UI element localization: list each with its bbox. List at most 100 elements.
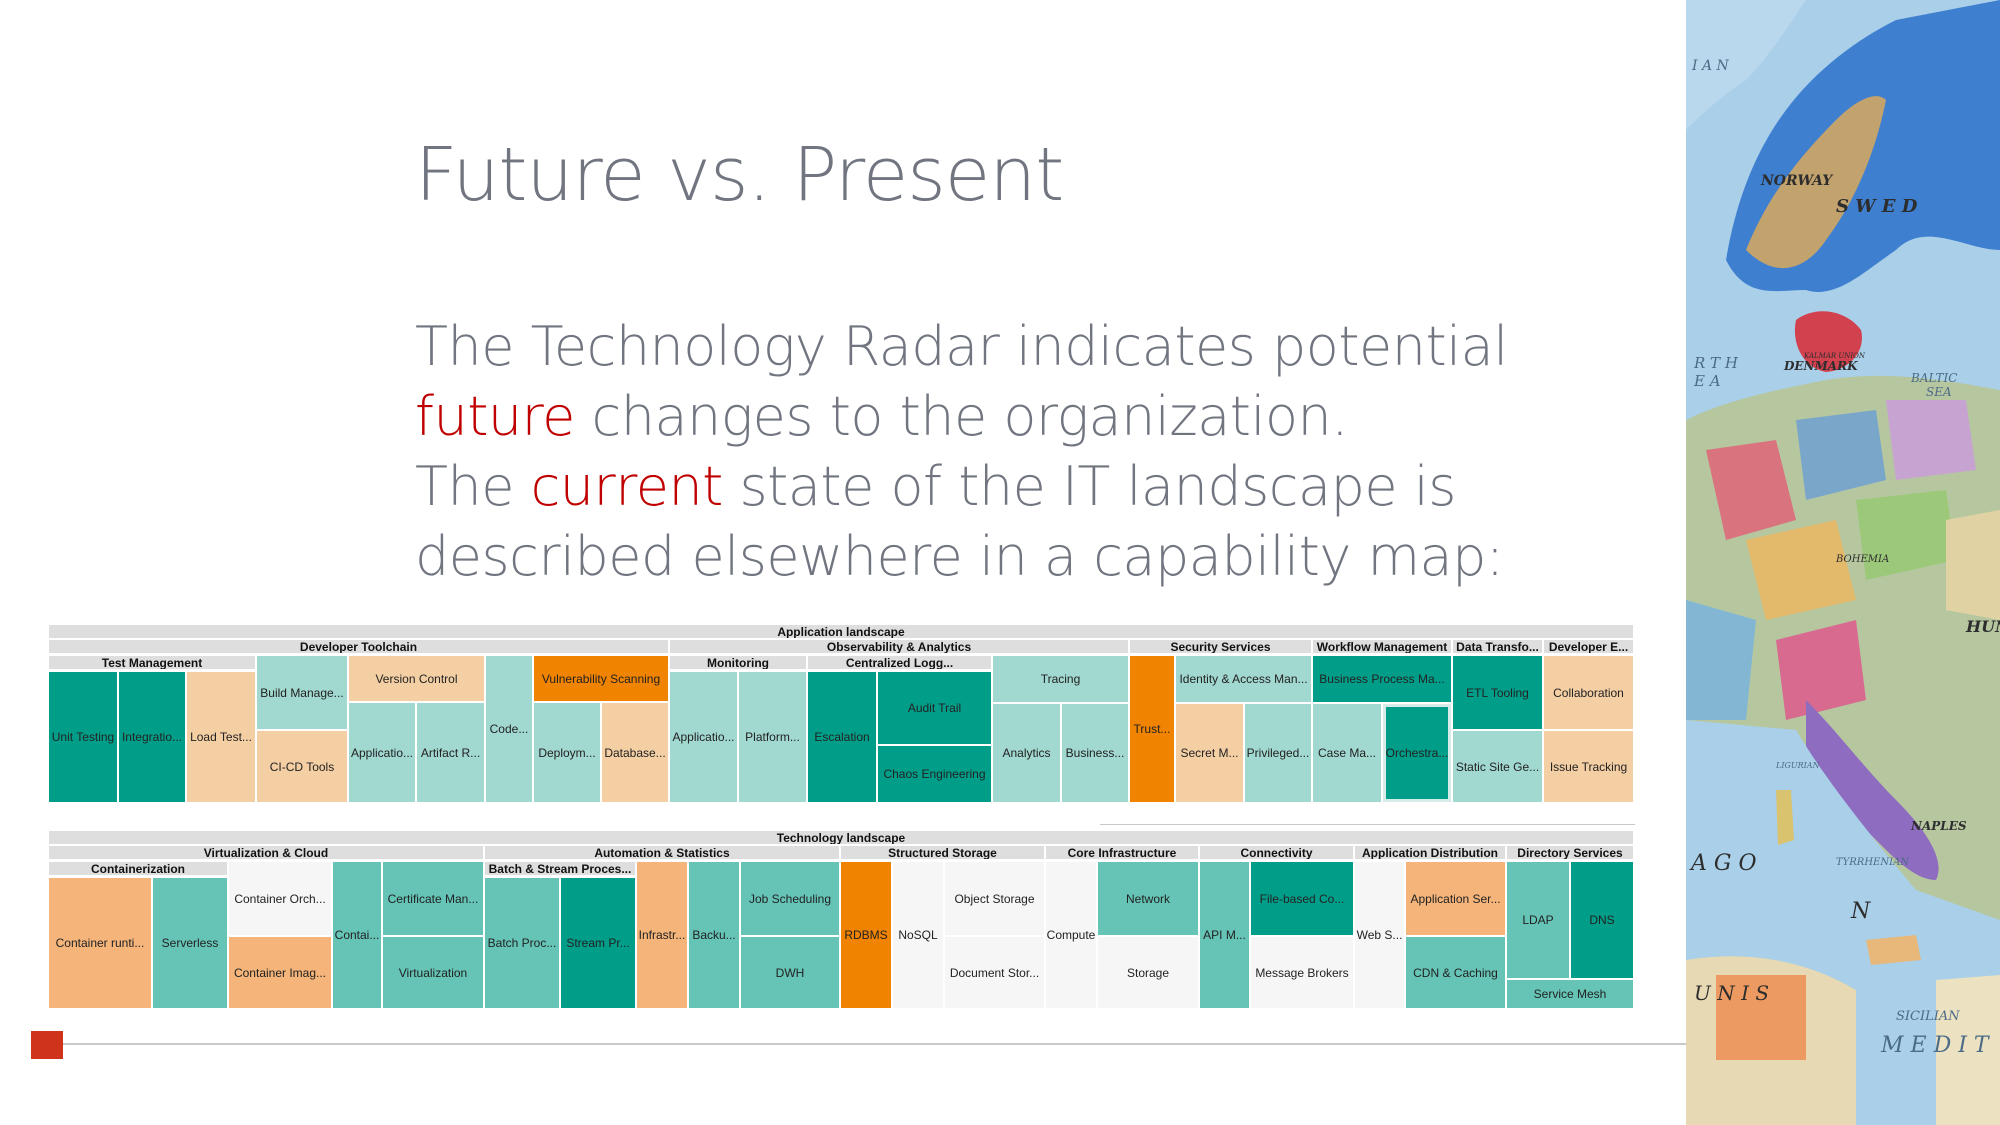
map-label-sicilian: SICILIAN — [1896, 1009, 1960, 1024]
tile-privileged-access[interactable]: Privileged... — [1244, 703, 1312, 803]
body-line-1: The Technology Radar indicates potential — [415, 315, 1508, 378]
tile-identity-access[interactable]: Identity & Access Man... — [1175, 655, 1312, 703]
tile-document-storage[interactable]: Document Stor... — [944, 936, 1045, 1009]
map-label-tyrrhenian: TYRRHENIAN — [1836, 857, 1910, 868]
map-label-ago: A G O — [1689, 851, 1756, 876]
tile-application-monitoring[interactable]: Applicatio... — [669, 671, 738, 803]
tile-application-repo[interactable]: Applicatio... — [348, 702, 416, 803]
tile-compute[interactable]: Compute — [1045, 861, 1097, 1009]
tile-static-site-generator[interactable]: Static Site Ge... — [1452, 730, 1543, 803]
tile-message-brokers[interactable]: Message Brokers — [1250, 936, 1354, 1009]
tile-integration-testing[interactable]: Integratio... — [118, 671, 186, 803]
tile-tracing[interactable]: Tracing — [992, 655, 1129, 703]
tile-collaboration[interactable]: Collaboration — [1543, 655, 1634, 730]
subgroup-test-management: Test Management — [48, 655, 256, 670]
group-workflow: Workflow Management — [1312, 639, 1452, 654]
tile-infrastructure[interactable]: Infrastr... — [636, 861, 688, 1009]
tile-virtualization[interactable]: Virtualization — [382, 936, 484, 1009]
tile-build-management[interactable]: Build Manage... — [256, 655, 348, 730]
tile-stream-processing[interactable]: Stream Pr... — [560, 877, 636, 1009]
tile-storage[interactable]: Storage — [1097, 936, 1199, 1009]
map-label-unis: U N I S — [1694, 981, 1769, 1005]
europe-map-image: I A N NORWAY S W E D R T H E A DENMARK K… — [1686, 0, 2000, 1125]
tile-artifact-repo[interactable]: Artifact R... — [416, 702, 485, 803]
map-label-n: N — [1850, 899, 1871, 924]
app-landscape-header: Application landscape — [48, 624, 1634, 639]
tile-orchestration[interactable]: Orchestra... — [1382, 703, 1452, 803]
tile-file-based-connectivity[interactable]: File-based Co... — [1250, 861, 1354, 936]
footer-line — [62, 1043, 1686, 1045]
subgroup-batch-stream: Batch & Stream Proces... — [484, 861, 636, 876]
tile-job-scheduling[interactable]: Job Scheduling — [740, 861, 840, 936]
tile-dwh[interactable]: DWH — [740, 936, 840, 1009]
tile-network[interactable]: Network — [1097, 861, 1199, 936]
tile-batch-processing[interactable]: Batch Proc... — [484, 877, 560, 1009]
tile-code[interactable]: Code... — [485, 655, 533, 803]
body-line-3: The current state of the IT landscape is — [415, 452, 1508, 522]
tile-cdn-caching[interactable]: CDN & Caching — [1405, 936, 1506, 1009]
tile-certificate-management[interactable]: Certificate Man... — [382, 861, 484, 936]
tile-api-management[interactable]: API M... — [1199, 861, 1250, 1009]
tile-analytics[interactable]: Analytics — [992, 703, 1061, 803]
tile-load-testing[interactable]: Load Test... — [186, 671, 256, 803]
tile-object-storage[interactable]: Object Storage — [944, 861, 1045, 936]
body-line-4: described elsewhere in a capability map: — [415, 525, 1504, 588]
separator-line — [1100, 824, 1635, 825]
tile-case-management[interactable]: Case Ma... — [1312, 703, 1382, 803]
tile-container-image[interactable]: Container Imag... — [228, 936, 332, 1009]
tile-dns[interactable]: DNS — [1570, 861, 1634, 979]
group-core-infrastructure: Core Infrastructure — [1045, 845, 1199, 860]
map-label-baltic: BALTIC — [1910, 371, 1957, 385]
tile-ci-cd-tools[interactable]: CI-CD Tools — [256, 730, 348, 803]
map-label-baltic-sea: SEA — [1926, 385, 1952, 399]
tile-escalation[interactable]: Escalation — [807, 671, 877, 803]
map-label-ligurian: LIGURIAN — [1775, 761, 1821, 770]
map-label-bohemia: BOHEMIA — [1835, 554, 1889, 565]
tile-serverless[interactable]: Serverless — [152, 877, 228, 1009]
tile-trust[interactable]: Trust... — [1129, 655, 1175, 803]
group-observability: Observability & Analytics — [669, 639, 1129, 654]
tile-etl-tooling[interactable]: ETL Tooling — [1452, 655, 1543, 730]
tile-issue-tracking[interactable]: Issue Tracking — [1543, 730, 1634, 803]
map-label-medit: M E D I T — [1880, 1033, 1991, 1058]
subgroup-centralized-logging: Centralized Logg... — [807, 655, 992, 670]
tile-vulnerability-scanning[interactable]: Vulnerability Scanning — [533, 655, 669, 702]
map-label-north-sea: R T H — [1693, 354, 1739, 372]
map-label-north-sea-2: E A — [1693, 372, 1721, 390]
group-virtualization-cloud: Virtualization & Cloud — [48, 845, 484, 860]
map-label-kalmar: KALMAR UNION — [1803, 352, 1866, 360]
tile-nosql[interactable]: NoSQL — [892, 861, 944, 1009]
tile-database[interactable]: Database... — [601, 702, 669, 803]
tile-service-mesh[interactable]: Service Mesh — [1506, 979, 1634, 1009]
tile-web-server[interactable]: Web S... — [1354, 861, 1405, 1009]
tech-landscape-header: Technology landscape — [48, 830, 1634, 845]
group-application-distribution: Application Distribution — [1354, 845, 1506, 860]
body-line-2-rest: changes to the organization. — [574, 385, 1349, 448]
group-data-transfo: Data Transfo... — [1452, 639, 1543, 654]
tile-business-analytics[interactable]: Business... — [1061, 703, 1129, 803]
body-line-3-rest: state of the IT landscape is — [722, 455, 1457, 518]
tile-business-process[interactable]: Business Process Ma... — [1312, 655, 1452, 703]
tile-chaos-engineering[interactable]: Chaos Engineering — [877, 745, 992, 803]
tile-audit-trail[interactable]: Audit Trail — [877, 671, 992, 745]
tile-platform-monitoring[interactable]: Platform... — [738, 671, 807, 803]
slide-bullet-marker — [31, 1031, 63, 1059]
group-directory-services: Directory Services — [1506, 845, 1634, 860]
tile-backup[interactable]: Backu... — [688, 861, 740, 1009]
group-connectivity: Connectivity — [1199, 845, 1354, 860]
tile-application-server[interactable]: Application Ser... — [1405, 861, 1506, 936]
slide-title: Future vs. Present — [415, 132, 1064, 218]
tile-secret-management[interactable]: Secret M... — [1175, 703, 1244, 803]
tile-container-runtime[interactable]: Container runti... — [48, 877, 152, 1009]
tile-rdbms[interactable]: RDBMS — [840, 861, 892, 1009]
tile-deployment[interactable]: Deploym... — [533, 702, 601, 803]
tile-container-orchestration[interactable]: Container Orch... — [228, 861, 332, 936]
group-structured-storage: Structured Storage — [840, 845, 1045, 860]
body-line-3-pre: The — [415, 455, 531, 518]
tile-ldap[interactable]: LDAP — [1506, 861, 1570, 979]
tile-unit-testing[interactable]: Unit Testing — [48, 671, 118, 803]
group-security: Security Services — [1129, 639, 1312, 654]
body-line-2: future changes to the organization. — [415, 382, 1508, 452]
tile-container[interactable]: Contai... — [332, 861, 382, 1009]
tile-version-control[interactable]: Version Control — [348, 655, 485, 702]
